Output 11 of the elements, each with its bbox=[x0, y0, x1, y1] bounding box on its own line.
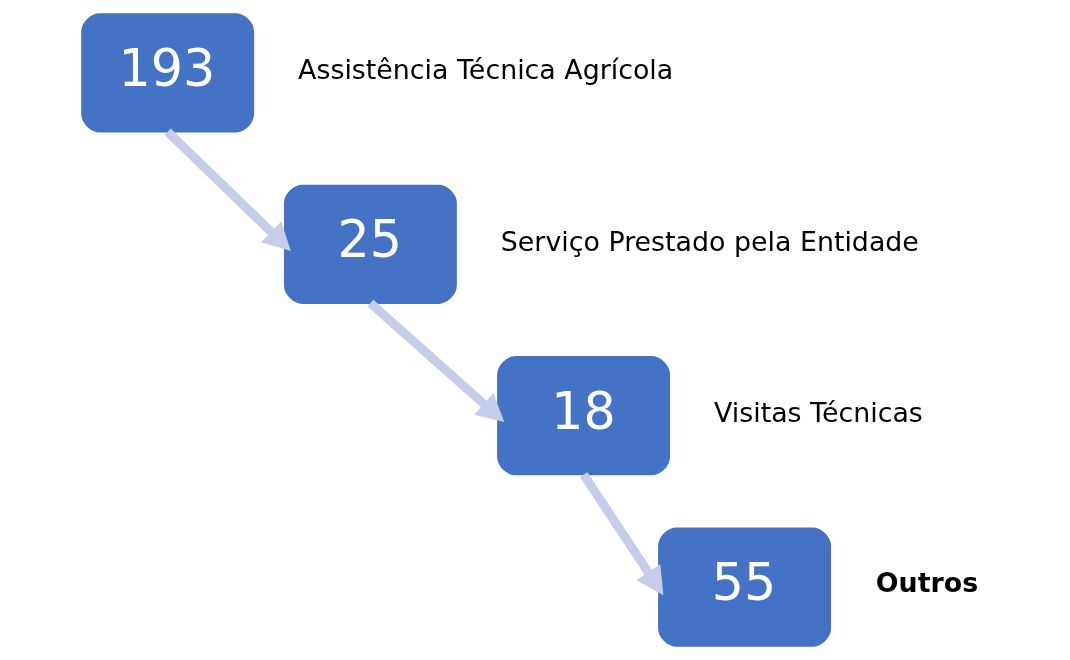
node-label: Assistência Técnica Agrícola bbox=[297, 54, 673, 86]
node-box: 25 bbox=[283, 184, 457, 304]
arrow bbox=[579, 472, 663, 596]
node-box: 18 bbox=[496, 356, 670, 476]
node-label: Outros bbox=[875, 567, 978, 599]
arrow bbox=[366, 299, 504, 423]
arrow bbox=[164, 128, 291, 251]
node-box: 193 bbox=[80, 13, 254, 133]
node-label: Visitas Técnicas bbox=[713, 397, 923, 429]
node-box: 55 bbox=[657, 527, 831, 647]
node-label: Serviço Prestado pela Entidade bbox=[500, 225, 919, 257]
